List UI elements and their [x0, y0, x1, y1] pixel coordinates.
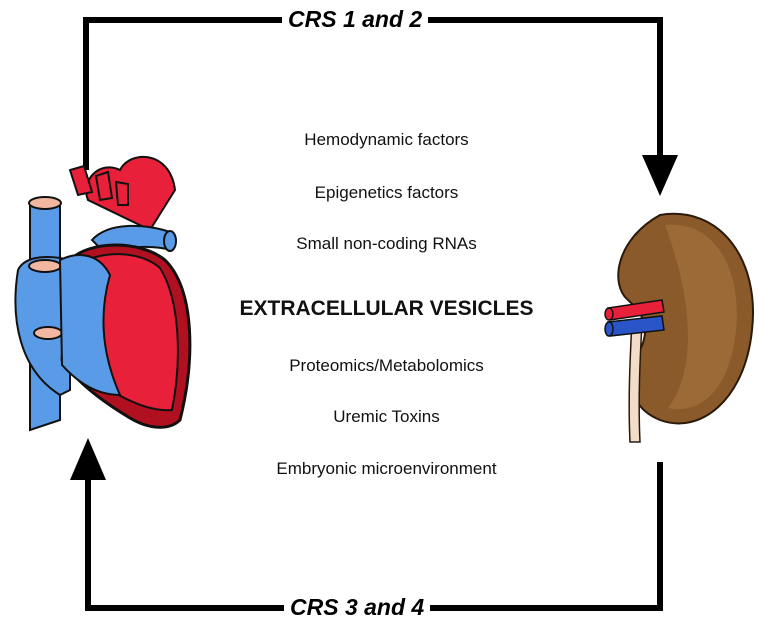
top-cycle-label: CRS 1 and 2: [282, 6, 429, 33]
factor-hemodynamic: Hemodynamic factors: [304, 130, 469, 149]
bottom-cycle-label: CRS 3 and 4: [284, 594, 431, 621]
kidney-icon: [604, 212, 754, 443]
factor-embryonic: Embryonic microenvironment: [276, 459, 497, 478]
bottom-arrow-line: [85, 462, 663, 611]
factor-extracellular-vesicles: EXTRACELLULAR VESICLES: [239, 297, 534, 320]
bottom-arrow-head: [70, 438, 106, 480]
factor-proteomics: Proteomics/Metabolomics: [289, 356, 484, 375]
heart-icon: [14, 156, 192, 432]
factor-small-rnas: Small non-coding RNAs: [296, 234, 477, 253]
factor-uremic-toxins: Uremic Toxins: [333, 407, 440, 426]
top-arrow-head: [642, 155, 678, 196]
factor-epigenetics: Epigenetics factors: [314, 183, 459, 202]
